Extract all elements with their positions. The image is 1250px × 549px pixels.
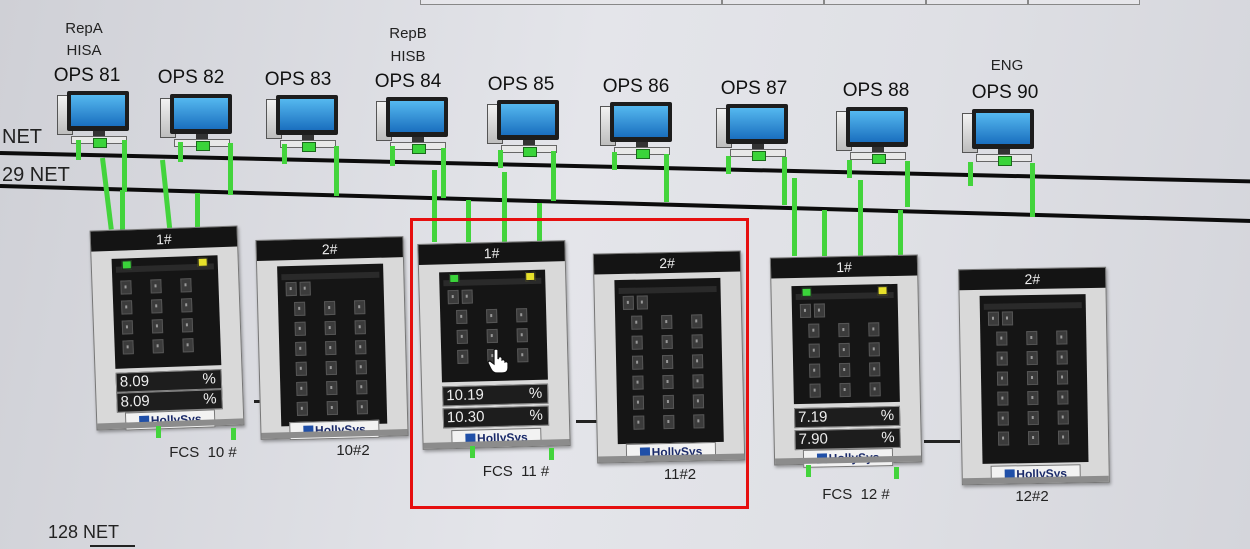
operator-station-icon[interactable]	[266, 95, 340, 153]
operator-station-icon[interactable]	[836, 107, 910, 165]
status-led	[801, 287, 812, 297]
cabinet-interconnect	[576, 420, 602, 423]
network-link	[502, 172, 507, 242]
network-link	[664, 154, 669, 202]
station-role-b-label: HISB	[390, 48, 426, 65]
station-role-a-label: RepA	[65, 20, 103, 37]
network-link	[334, 146, 339, 196]
controller-cabinet[interactable]: 1# 8.09% 8.09% HollySys	[89, 225, 245, 431]
operator-station-icon[interactable]	[600, 102, 674, 160]
net29-label: 29 NET	[2, 164, 70, 186]
network-link	[1030, 163, 1035, 217]
network-link	[537, 203, 542, 243]
network-link	[466, 200, 471, 242]
controller-cabinet[interactable]: 2# HollySys	[958, 266, 1110, 486]
fcs-group-label: FCS 11 #	[482, 463, 550, 480]
cabinet-header: 1#	[90, 226, 238, 252]
network-link	[470, 446, 475, 458]
fcs-group-label: FCS 12 #	[822, 486, 890, 503]
operator-station-icon[interactable]	[57, 91, 131, 149]
station-name-label: OPS 90	[971, 82, 1039, 103]
net128-underline	[90, 545, 135, 547]
station-role-a-label: ENG	[990, 57, 1024, 74]
network-link	[968, 162, 973, 186]
network-link	[822, 210, 827, 256]
net128-label: 128 NET	[48, 522, 120, 542]
hand-cursor-icon	[487, 348, 509, 374]
network-link	[76, 140, 81, 160]
network-link	[122, 140, 127, 192]
selection-highlight-box	[410, 218, 749, 509]
station-role-a-label: RepB	[389, 25, 427, 42]
network-link	[549, 448, 554, 460]
network-link	[806, 465, 811, 477]
network-link	[228, 143, 233, 195]
network-link	[432, 170, 437, 242]
network-link	[551, 151, 556, 201]
network-link	[120, 190, 125, 230]
controller-cabinet[interactable]: 2# HollySys	[255, 236, 409, 441]
top-toolbar-strip	[0, 0, 1250, 6]
network-link	[441, 148, 446, 198]
controller-cabinet[interactable]: 1# 7.19% 7.90% HollySys	[769, 254, 923, 468]
cabinet-header: 1#	[770, 255, 918, 279]
cabinet-header: 2#	[256, 237, 403, 261]
station-name-label: OPS 85	[487, 74, 555, 95]
station-name-label: OPS 81	[53, 65, 121, 86]
cabinet-label: 11#2	[663, 466, 697, 483]
operator-station-icon[interactable]	[376, 97, 450, 155]
fcs-group-label: FCS 10 #	[169, 444, 237, 461]
status-led	[877, 286, 888, 296]
network-link	[390, 146, 395, 166]
network-link	[726, 156, 731, 174]
station-name-label: OPS 86	[602, 76, 670, 97]
operator-station-icon[interactable]	[487, 100, 561, 158]
network-link	[898, 210, 903, 258]
network-link	[894, 467, 899, 479]
network-link	[282, 144, 287, 164]
station-role-b-label: HISA	[66, 42, 102, 59]
status-led	[121, 260, 132, 270]
status-led	[197, 257, 208, 267]
network-link	[178, 142, 183, 162]
operator-station-icon[interactable]	[716, 104, 790, 162]
network-link	[792, 178, 797, 256]
station-name-label: OPS 82	[157, 67, 225, 88]
cabinet-header: 2#	[959, 267, 1106, 291]
network-link	[782, 157, 787, 205]
cabinet-label: 12#2	[1015, 488, 1049, 505]
network-link	[847, 160, 852, 178]
station-name-label: OPS 84	[374, 71, 442, 92]
net-label: NET	[2, 126, 42, 148]
network-link	[231, 428, 236, 440]
operator-station-icon[interactable]	[160, 94, 234, 152]
cpu-load-readout: 7.19%	[793, 405, 901, 429]
network-link	[498, 150, 503, 168]
cpu-load-readout: 7.90%	[794, 427, 901, 451]
cabinet-label: 10#2	[336, 442, 370, 459]
station-name-label: OPS 83	[264, 69, 332, 90]
cabinet-interconnect	[924, 440, 960, 443]
station-name-label: OPS 87	[720, 78, 788, 99]
station-name-label: OPS 88	[842, 80, 910, 101]
network-link	[156, 426, 161, 438]
engineer-station-icon[interactable]	[962, 109, 1036, 167]
network-link	[195, 193, 200, 233]
network-link	[612, 152, 617, 170]
network-link	[905, 161, 910, 207]
network-link	[858, 180, 863, 256]
